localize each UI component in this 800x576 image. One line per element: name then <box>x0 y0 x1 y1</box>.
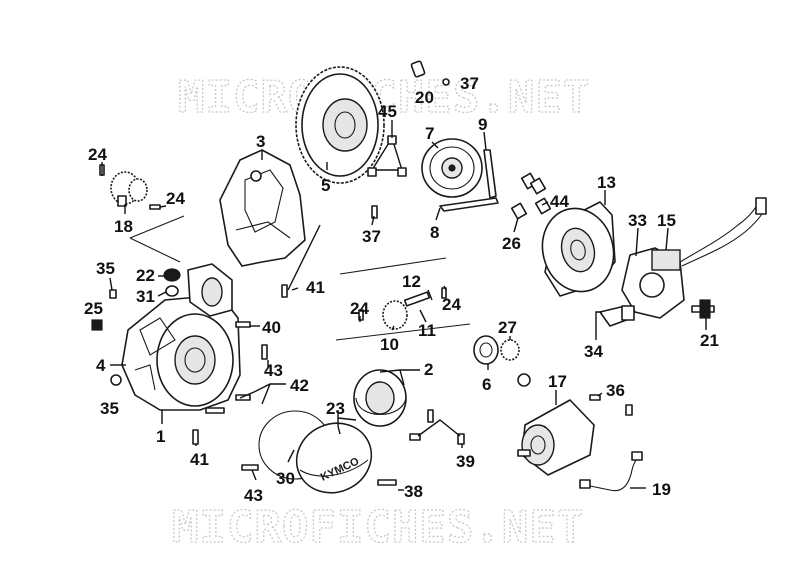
callout-35-top: 35 <box>96 259 115 278</box>
bolt-21 <box>691 299 715 319</box>
callout-18: 18 <box>114 217 133 236</box>
crankcase-cover-1 <box>121 294 241 411</box>
clutch-housing-13 <box>541 201 616 297</box>
fan-shroud-3 <box>219 149 306 267</box>
callout-24-gear: 24 <box>166 189 185 208</box>
callout-25: 25 <box>84 299 103 318</box>
callout-38: 38 <box>404 482 423 501</box>
callout-41-lower: 41 <box>190 450 209 469</box>
stator-15 <box>621 197 767 319</box>
callout-21: 21 <box>700 331 719 350</box>
starter-motor-17 <box>517 399 595 476</box>
callout-43-upper: 43 <box>264 361 283 380</box>
callout-41-upper: 41 <box>306 278 325 297</box>
callout-39: 39 <box>456 452 475 471</box>
callout-1: 1 <box>156 427 165 446</box>
bushing-6 <box>473 335 499 365</box>
cover-23: KYMCO <box>295 422 373 494</box>
callout-45: 45 <box>378 102 397 121</box>
callout-6: 6 <box>482 375 491 394</box>
callout-40: 40 <box>262 318 281 337</box>
leader-lines <box>101 120 707 491</box>
callout-24-right: 24 <box>442 295 461 314</box>
callout-10: 10 <box>380 335 399 354</box>
callout-3: 3 <box>256 132 265 151</box>
callout-15: 15 <box>657 211 676 230</box>
bracket-45 <box>367 135 407 177</box>
callout-30: 30 <box>276 469 295 488</box>
pins-26-44 <box>510 172 552 220</box>
callout-44: 44 <box>550 192 569 211</box>
callout-9: 9 <box>478 115 487 134</box>
cable-19 <box>579 451 643 492</box>
chain-guide-9 <box>439 149 499 212</box>
callout-33: 33 <box>628 211 647 230</box>
callout-34: 34 <box>584 342 603 361</box>
callout-12: 12 <box>402 272 421 291</box>
callout-24-topleft: 24 <box>88 145 107 164</box>
callout-7: 7 <box>425 124 434 143</box>
gear-10 <box>382 291 431 330</box>
callout-24-mid: 24 <box>350 299 369 318</box>
callout-13: 13 <box>597 173 616 192</box>
cap-22 <box>163 268 181 297</box>
callout-31: 31 <box>136 287 155 306</box>
bracket-34 <box>599 305 635 327</box>
callout-8: 8 <box>430 223 439 242</box>
callout-20: 20 <box>415 88 434 107</box>
callout-2: 2 <box>424 360 433 379</box>
callout-5: 5 <box>321 176 330 195</box>
callout-22: 22 <box>136 266 155 285</box>
rod-41 <box>287 224 321 291</box>
callout-43-lower: 43 <box>244 486 263 505</box>
watermark-bottom: MICROFICHES.NET <box>172 502 584 553</box>
housing-upper <box>187 263 233 317</box>
small-fasteners <box>91 164 633 486</box>
callout-27: 27 <box>498 318 517 337</box>
callout-11: 11 <box>418 321 436 340</box>
callout-37-top: 37 <box>460 74 479 93</box>
callout-36: 36 <box>606 381 625 400</box>
bearing-27 <box>500 339 531 387</box>
callout-42: 42 <box>290 376 309 395</box>
callout-17: 17 <box>548 372 567 391</box>
ring-gear-5 <box>295 66 385 184</box>
flywheel-7 <box>421 138 483 198</box>
callout-numbers: 20 37 45 3 7 9 24 24 18 5 13 44 8 37 26 … <box>84 74 719 505</box>
callout-23: 23 <box>326 399 345 418</box>
bolt-20 <box>410 60 450 86</box>
clutch-2 <box>353 369 407 427</box>
callout-4: 4 <box>96 356 106 375</box>
gear-18 <box>110 171 148 207</box>
callout-26: 26 <box>502 234 521 253</box>
callout-19: 19 <box>652 480 671 499</box>
callout-37-mid: 37 <box>362 227 381 246</box>
callout-35-bottom: 35 <box>100 399 119 418</box>
